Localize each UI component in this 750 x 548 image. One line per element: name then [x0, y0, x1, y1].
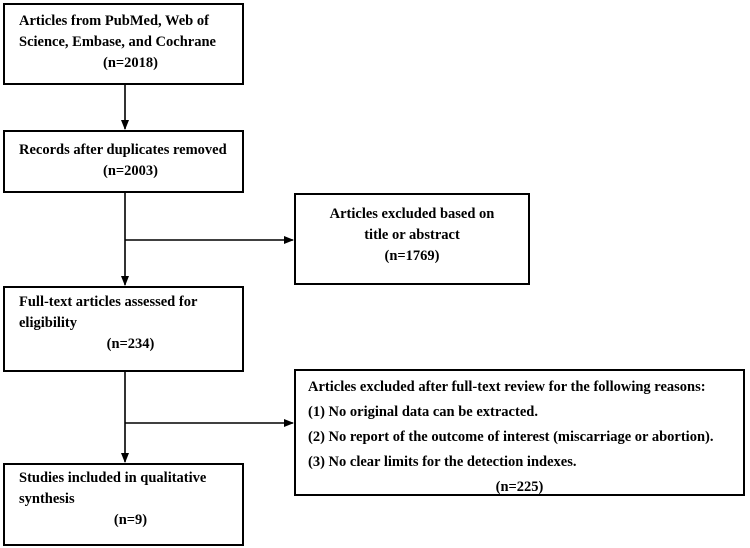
identification-box: Articles from PubMed, Web of Science, Em… [3, 3, 244, 85]
full-text-exclusion-box: Articles excluded after full-text review… [294, 369, 745, 496]
eligibility-count: (n=234) [106, 336, 155, 352]
screening-count: (n=2003) [103, 163, 158, 179]
included-line-2: synthesis [19, 491, 75, 507]
title-abstract-exclusion-line-1: Articles excluded based on [329, 206, 495, 222]
screening-box: Records after duplicates removed (n=2003… [3, 130, 244, 193]
full-text-exclusion-heading: Articles excluded after full-text review… [308, 379, 706, 395]
title-abstract-exclusion-line-2: title or abstract [364, 227, 460, 243]
title-abstract-exclusion-count: (n=1769) [384, 248, 440, 264]
included-box: Studies included in qualitative synthesi… [3, 463, 244, 546]
identification-line-1: Articles from PubMed, Web of [19, 13, 209, 29]
eligibility-box: Full-text articles assessed for eligibil… [3, 286, 244, 372]
exclusion-reason-3: (3) No clear limits for the detection in… [308, 454, 577, 470]
identification-count: (n=2018) [103, 55, 158, 71]
eligibility-line-2: eligibility [19, 315, 77, 331]
exclusion-reason-1: (1) No original data can be extracted. [308, 404, 538, 420]
exclusion-reason-2: (2) No report of the outcome of interest… [308, 429, 714, 445]
identification-line-2: Science, Embase, and Cochrane [19, 34, 216, 50]
eligibility-line-1: Full-text articles assessed for [19, 294, 198, 310]
screening-line-1: Records after duplicates removed [19, 142, 227, 158]
included-line-1: Studies included in qualitative [19, 470, 207, 486]
title-abstract-exclusion-box: Articles excluded based on title or abst… [294, 193, 530, 285]
included-count: (n=9) [113, 512, 148, 528]
full-text-exclusion-count: (n=225) [495, 479, 544, 495]
